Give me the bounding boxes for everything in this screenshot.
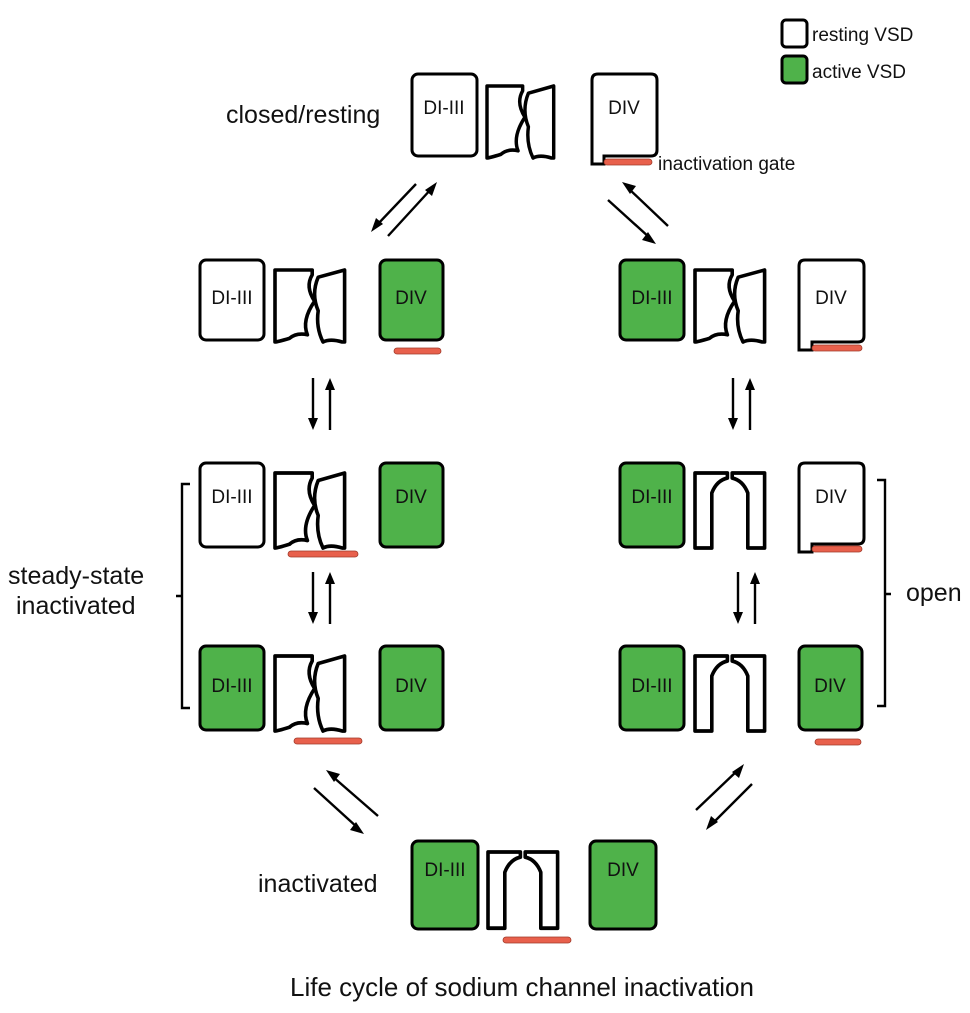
steady-state-label-line1: steady-state xyxy=(8,562,144,590)
di-iii-domain xyxy=(618,258,686,342)
div-domain xyxy=(378,461,445,549)
di-iii-label: DI-III xyxy=(211,676,252,697)
di-iii-label: DI-III xyxy=(211,487,252,508)
inactivation-gate xyxy=(293,737,363,745)
state-steady-state-1: DI-III DIV xyxy=(198,461,445,558)
pore xyxy=(486,850,560,931)
div-domain xyxy=(797,258,866,352)
div-domain xyxy=(797,644,864,732)
state-closed-resting: DI-III DIV inactivation gate closed/rest… xyxy=(226,72,795,175)
div-label: DIV xyxy=(608,98,640,119)
di-iii-label: DI-III xyxy=(211,288,252,309)
di-iii-label: DI-III xyxy=(423,98,464,119)
inactivation-gate xyxy=(814,738,862,746)
inactivation-gate xyxy=(811,545,863,553)
pore xyxy=(273,268,347,344)
pore xyxy=(273,654,347,733)
state-div-active: DI-III DIV xyxy=(198,258,445,355)
pore xyxy=(693,654,767,733)
equilibrium-arrows-top-left xyxy=(371,182,437,237)
di-iii-domain xyxy=(618,644,686,732)
legend: resting VSD active VSD xyxy=(780,18,913,85)
div-domain xyxy=(797,461,866,554)
legend-resting-swatch xyxy=(780,18,809,49)
di-iii-label: DI-III xyxy=(631,676,672,697)
di-iii-domain xyxy=(198,644,266,732)
equilibrium-arrows-right-upper xyxy=(728,378,755,430)
di-iii-label: DI-III xyxy=(631,487,672,508)
closed-resting-label: closed/resting xyxy=(226,101,380,129)
div-label: DIV xyxy=(814,676,846,697)
div-domain xyxy=(378,258,445,342)
inactivated-label: inactivated xyxy=(258,870,378,898)
inactivation-gate xyxy=(603,158,653,166)
state-open-1: DI-III DIV xyxy=(618,461,866,554)
equilibrium-arrows-bottom-left xyxy=(313,770,379,834)
pore xyxy=(693,471,767,550)
diagram-caption: Life cycle of sodium channel inactivatio… xyxy=(290,972,754,1002)
di-iii-label: DI-III xyxy=(424,860,465,881)
pore xyxy=(273,471,347,550)
inactivation-gate xyxy=(811,344,863,352)
equilibrium-arrows-top-right xyxy=(607,182,669,244)
open-label: open xyxy=(906,579,962,607)
legend-active-swatch xyxy=(780,54,809,85)
state-open-2: DI-III DIV xyxy=(618,644,864,746)
steady-state-bracket: steady-state inactivated xyxy=(8,482,190,710)
state-steady-state-2: DI-III DIV xyxy=(198,644,445,745)
equilibrium-arrows-left-lower xyxy=(308,572,335,624)
inactivation-gate-label: inactivation gate xyxy=(658,154,795,175)
pore xyxy=(485,84,556,160)
inactivation-gate xyxy=(502,936,572,944)
di-iii-domain xyxy=(410,72,479,158)
div-label: DIV xyxy=(815,288,847,309)
legend-active-label: active VSD xyxy=(812,62,906,83)
state-di-iii-active: DI-III DIV xyxy=(618,258,866,352)
equilibrium-arrows-right-lower xyxy=(733,572,760,624)
legend-resting-label: resting VSD xyxy=(812,25,913,46)
div-label: DIV xyxy=(607,860,639,881)
pore xyxy=(693,268,767,344)
inactivation-gate xyxy=(287,550,359,558)
div-domain xyxy=(590,72,659,166)
div-label: DIV xyxy=(395,487,427,508)
equilibrium-arrows-left-upper xyxy=(308,378,335,430)
steady-state-label-line2: inactivated xyxy=(16,592,136,620)
di-iii-label: DI-III xyxy=(631,288,672,309)
div-label: DIV xyxy=(395,676,427,697)
di-iii-domain xyxy=(618,461,686,549)
di-iii-domain xyxy=(198,461,266,549)
div-label: DIV xyxy=(815,487,847,508)
div-domain xyxy=(378,644,445,732)
div-domain xyxy=(588,839,658,931)
equilibrium-arrows-bottom-right xyxy=(695,764,753,830)
inactivation-gate xyxy=(393,347,442,355)
di-iii-domain xyxy=(198,258,266,342)
open-bracket: open xyxy=(877,478,962,708)
di-iii-domain xyxy=(410,839,480,931)
state-inactivated: DI-III DIV inactivated xyxy=(258,839,658,944)
div-label: DIV xyxy=(395,288,427,309)
